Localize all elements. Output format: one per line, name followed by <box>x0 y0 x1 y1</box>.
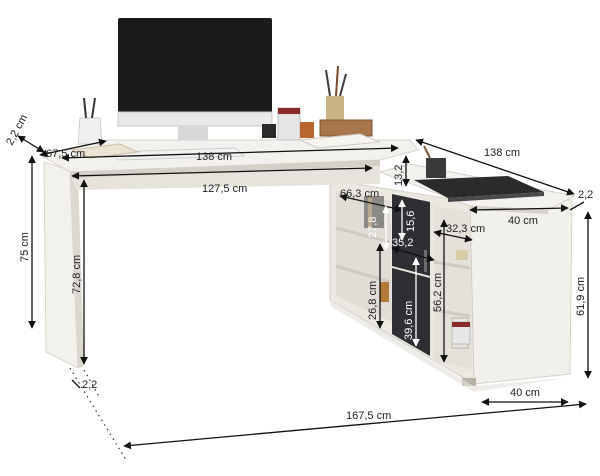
label-width-return: 138 cm <box>484 147 520 159</box>
shelf-paint-can-band <box>452 322 470 327</box>
label-leg-thickness: 2,2 <box>82 379 97 391</box>
label-shelf-gap-lower: 26,8 cm <box>367 281 379 320</box>
paint-can-band <box>278 108 300 114</box>
label-shelf-side-width: 32,3 cm <box>446 223 485 235</box>
side-shelf-box-2 <box>456 250 468 260</box>
pen-2 <box>91 97 96 119</box>
shelf-books-2 <box>368 198 372 228</box>
label-modesty-height: 13,2 <box>393 165 405 186</box>
label-width-top-long: 138 cm <box>196 151 232 163</box>
label-cabinet-inner-height: 56,2 cm <box>432 273 444 312</box>
label-height-total: 75 cm <box>19 232 31 262</box>
side-shelf-board-1 <box>433 260 471 270</box>
label-return-thickness: 2,2 <box>578 189 593 201</box>
cabinet-door-lower <box>392 268 430 356</box>
label-shelf-width: 66,3 cm <box>340 188 379 200</box>
label-base-depth: 40 cm <box>510 387 540 399</box>
pen-holder <box>77 117 103 145</box>
pencil-cup <box>426 158 446 178</box>
label-shelf-gap-small: 15,6 <box>405 211 417 232</box>
door-handle <box>424 250 427 272</box>
wood-box <box>319 119 373 137</box>
label-top-thickness-left: 2,2 cm <box>4 113 30 148</box>
label-overall-length: 167,5 cm <box>346 410 391 422</box>
brush-2 <box>335 65 339 97</box>
pencil <box>423 145 431 159</box>
pen <box>83 97 87 119</box>
brush <box>325 69 331 97</box>
brush-3 <box>339 73 347 97</box>
shelf-small-can <box>380 282 389 302</box>
label-leg-height: 72,8 cm <box>71 255 83 294</box>
label-return-depth: 40 cm <box>508 215 538 227</box>
cabinet-end-panel <box>469 199 573 385</box>
monitor-screen <box>118 18 272 118</box>
speaker <box>262 124 276 138</box>
label-door-height: 39,6 cm <box>403 301 415 340</box>
monitor-chin <box>117 111 273 127</box>
shelf-board-upper <box>335 226 391 244</box>
cabinet-foot <box>462 378 476 386</box>
label-depth-left: 67,5 cm <box>46 148 85 160</box>
monitor-stand <box>178 126 208 140</box>
mug <box>300 122 314 138</box>
label-door-width: 35,2 <box>392 237 413 249</box>
desk-drawing <box>38 18 576 392</box>
label-cabinet-height: 61,9 cm <box>575 277 587 316</box>
dimension-lines <box>17 135 592 461</box>
label-width-inner: 127,5 cm <box>202 183 247 195</box>
label-shelf-gap-upper: 27,8 <box>367 217 379 238</box>
side-shelf-board-2 <box>433 308 471 318</box>
brush-jar <box>326 96 344 122</box>
floor-shadow <box>330 300 566 392</box>
